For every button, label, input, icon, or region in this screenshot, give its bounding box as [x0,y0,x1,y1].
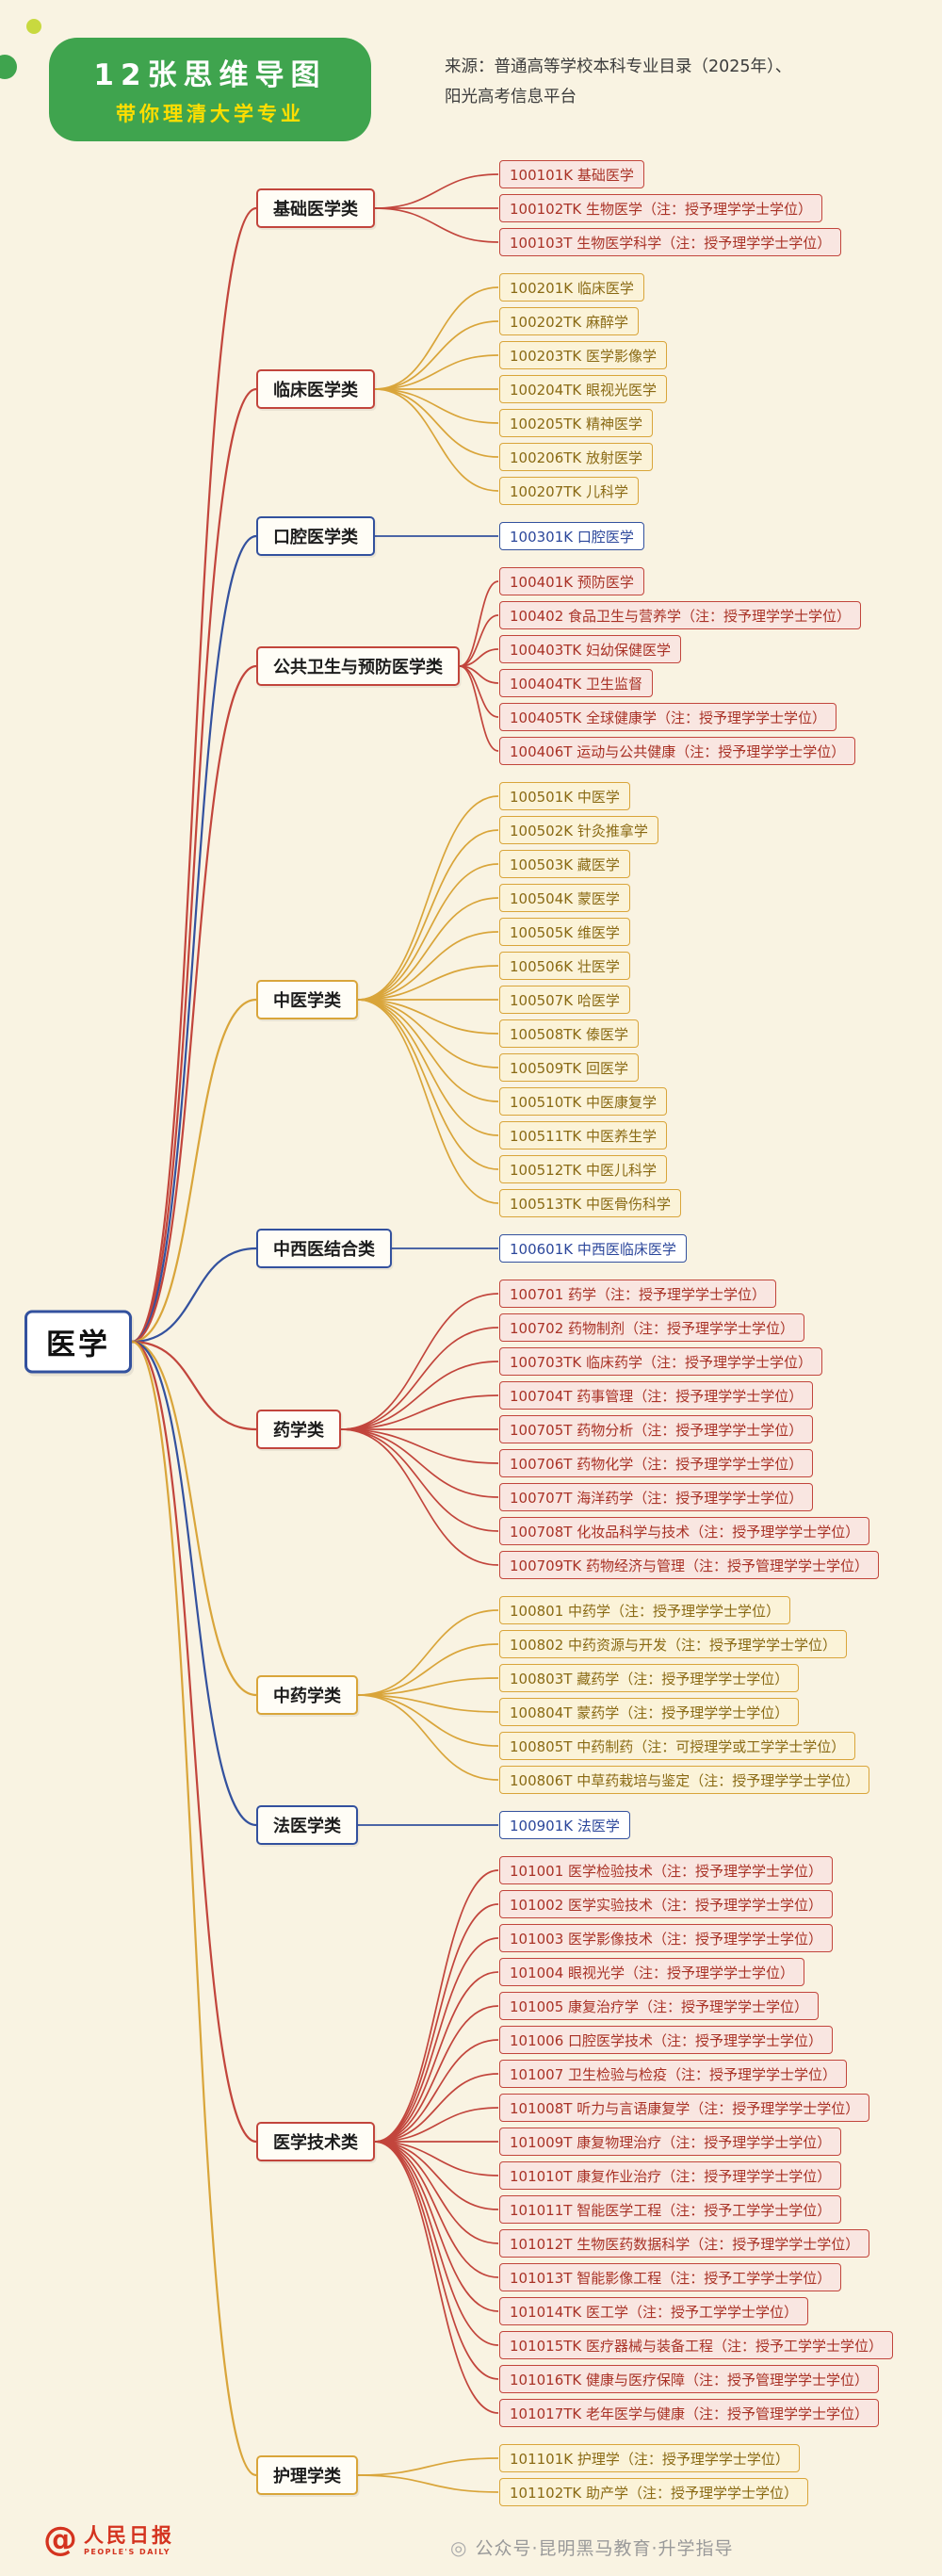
leaf-node: 101017TK 老年医学与健康（注：授予管理学学士学位） [499,2399,880,2427]
leaf-node: 101002 医学实验技术（注：授予理学学士学位） [499,1890,834,1918]
category-node: 公共卫生与预防医学类 [256,646,460,686]
leaf-node: 100802 中药资源与开发（注：授予理学学士学位） [499,1630,848,1658]
leaf-node: 100701 药学（注：授予理学学士学位） [499,1280,777,1308]
leaf-node: 100405TK 全球健康学（注：授予理学学士学位） [499,703,837,731]
leaf-node: 100406T 运动与公共健康（注：授予理学学士学位） [499,737,856,765]
leaf-node: 101006 口腔医学技术（注：授予理学学士学位） [499,2026,834,2054]
root-node-medicine: 医学 [24,1310,132,1374]
leaf-node: 100708T 化妆品科学与技术（注：授予理学学士学位） [499,1517,870,1545]
leaf-node: 100704T 药事管理（注：授予理学学士学位） [499,1381,814,1410]
leaf-node: 100706T 药物化学（注：授予理学学士学位） [499,1449,814,1477]
decor-dot-yellow [26,19,41,34]
leaf-node: 100709TK 药物经济与管理（注：授予管理学学士学位） [499,1551,880,1579]
leaf-node: 100703TK 临床药学（注：授予理学学士学位） [499,1347,823,1376]
leaf-node: 100513TK 中医骨伤科学 [499,1189,682,1217]
title-badge: 12张思维导图 带你理清大学专业 [49,38,371,141]
leaf-node: 100505K 维医学 [499,918,630,946]
leaf-node: 100205TK 精神医学 [499,409,654,437]
leaf-node: 101003 医学影像技术（注：授予理学学士学位） [499,1924,834,1952]
leaf-node: 100301K 口腔医学 [499,522,644,550]
leaf-node: 100103T 生物医学科学（注：授予理学学士学位） [499,228,842,256]
leaf-node: 100403TK 妇幼保健医学 [499,635,682,663]
leaf-node: 101015TK 医疗器械与装备工程（注：授予工学学士学位） [499,2331,894,2359]
leaf-node: 100101K 基础医学 [499,160,644,188]
leaf-node: 100707T 海洋药学（注：授予理学学士学位） [499,1483,814,1511]
leaf-node: 101012T 生物医药数据科学（注：授予理学学士学位） [499,2229,870,2258]
leaf-node: 100510TK 中医康复学 [499,1087,668,1116]
source-line1: 来源：普通高等学校本科专业目录（2025年）、 [445,57,792,76]
leaf-node: 100804T 蒙药学（注：授予理学学士学位） [499,1698,800,1726]
logo-subtext: PEOPLE'S DAILY [84,2547,171,2556]
leaf-node: 100502K 针灸推拿学 [499,816,658,844]
leaf-node: 100102TK 生物医学（注：授予理学学士学位） [499,194,823,222]
leaf-node: 101009T 康复物理治疗（注：授予理学学士学位） [499,2128,842,2156]
category-node: 医学技术类 [256,2122,375,2161]
category-node: 临床医学类 [256,369,375,409]
leaf-node: 100702 药物制剂（注：授予理学学士学位） [499,1313,805,1342]
leaf-node: 100511TK 中医养生学 [499,1121,668,1149]
leaf-node: 100512TK 中医儿科学 [499,1155,668,1183]
source-note: 来源：普通高等学校本科专业目录（2025年）、 阳光高考信息平台 [445,53,791,112]
leaf-node: 100401K 预防医学 [499,567,644,595]
leaf-node: 101011T 智能医学工程（注：授予工学学士学位） [499,2195,842,2224]
leaf-node: 100207TK 儿科学 [499,477,640,505]
category-node: 中西医结合类 [256,1229,392,1268]
leaf-node: 100705T 药物分析（注：授予理学学士学位） [499,1415,814,1443]
leaf-node: 100203TK 医学影像学 [499,341,668,369]
wechat-logo-icon: ◎ [450,2535,468,2559]
leaf-node: 100806T 中草药栽培与鉴定（注：授予理学学士学位） [499,1766,870,1794]
leaf-node: 100404TK 卫生监督 [499,669,654,697]
leaf-node: 100506K 壮医学 [499,952,630,980]
category-node: 基础医学类 [256,188,375,228]
category-node: 法医学类 [256,1805,358,1845]
leaf-node: 100503K 藏医学 [499,850,630,878]
leaf-node: 101008T 听力与言语康复学（注：授予理学学士学位） [499,2094,870,2122]
leaf-node: 100402 食品卫生与营养学（注：授予理学学士学位） [499,601,862,629]
title-line1: 12张思维导图 [93,58,327,92]
leaf-node: 101016TK 健康与医疗保障（注：授予管理学学士学位） [499,2365,880,2393]
leaf-node: 100206TK 放射医学 [499,443,654,471]
leaf-node: 101013T 智能影像工程（注：授予工学学士学位） [499,2263,842,2291]
leaf-node: 100507K 哈医学 [499,986,630,1014]
leaf-node: 100801 中药学（注：授予理学学士学位） [499,1596,791,1624]
leaf-node: 100508TK 傣医学 [499,1019,640,1048]
category-node: 护理学类 [256,2455,358,2495]
wechat-watermark: ◎ 公众号·昆明黑马教育·升学指导 [450,2535,734,2560]
category-node: 中药学类 [256,1675,358,1715]
leaf-node: 100501K 中医学 [499,782,630,810]
leaf-node: 101102TK 助产学（注：授予理学学士学位） [499,2478,809,2506]
leaf-node: 100201K 临床医学 [499,273,644,302]
leaf-node: 100204TK 眼视光医学 [499,375,668,403]
leaf-node: 100803T 藏药学（注：授予理学学士学位） [499,1664,800,1692]
at-logo-icon: @ [43,2520,77,2559]
leaf-node: 101014TK 医工学（注：授予工学学士学位） [499,2297,809,2325]
source-line2: 阳光高考信息平台 [445,87,577,106]
category-node: 中医学类 [256,980,358,1019]
logo-text: 人民日报 [84,2524,174,2548]
leaf-node: 101001 医学检验技术（注：授予理学学士学位） [499,1856,834,1884]
leaf-node: 101101K 护理学（注：授予理学学士学位） [499,2444,800,2472]
leaf-node: 100805T 中药制药（注：可授理学或工学学士学位） [499,1732,856,1760]
leaf-node: 100509TK 回医学 [499,1053,640,1082]
leaf-node: 100202TK 麻醉学 [499,307,640,335]
leaf-node: 101004 眼视光学（注：授予理学学士学位） [499,1958,805,1986]
category-node: 口腔医学类 [256,516,375,556]
decor-dot-green [0,55,17,79]
leaf-node: 100901K 法医学 [499,1811,630,1839]
leaf-node: 100504K 蒙医学 [499,884,630,912]
leaf-node: 101010T 康复作业治疗（注：授予理学学士学位） [499,2161,842,2190]
title-line2: 带你理清大学专业 [116,103,304,125]
peoples-daily-logo: @ 人民日报 PEOPLE'S DAILY [43,2523,174,2557]
wechat-text: 公众号·昆明黑马教育·升学指导 [475,2538,734,2559]
leaf-node: 100601K 中西医临床医学 [499,1234,687,1263]
leaf-node: 101005 康复治疗学（注：授予理学学士学位） [499,1992,820,2020]
category-node: 药学类 [256,1410,341,1449]
leaf-node: 101007 卫生检验与检疫（注：授予理学学士学位） [499,2060,848,2088]
